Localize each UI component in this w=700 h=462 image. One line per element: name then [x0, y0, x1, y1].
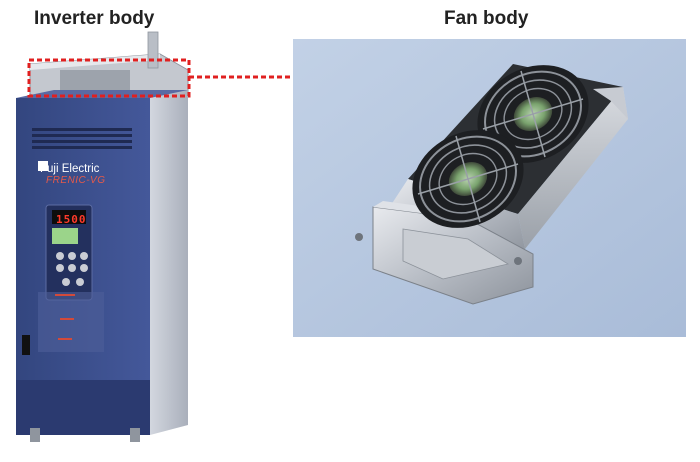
fan-body-illustration [293, 39, 686, 337]
brand-logo [38, 161, 48, 171]
inverter-body-photo: Fuji Electric FRENIC-VG 1500 [0, 30, 200, 462]
terminal-cover [16, 380, 150, 435]
product-name: FRENIC-VG [46, 175, 106, 186]
vent-grille [32, 128, 132, 149]
inverter-illustration [16, 31, 189, 442]
brand-name: Fuji Electric [40, 163, 100, 175]
warning-label [38, 292, 104, 352]
inverter-body-label: Inverter body [34, 8, 155, 29]
keypad-display: 1500 [56, 213, 87, 226]
fan-body-photo [293, 39, 686, 337]
fan-body-label: Fan body [444, 8, 529, 29]
fan-icon [412, 130, 524, 228]
inverter-side-panel [150, 90, 188, 435]
